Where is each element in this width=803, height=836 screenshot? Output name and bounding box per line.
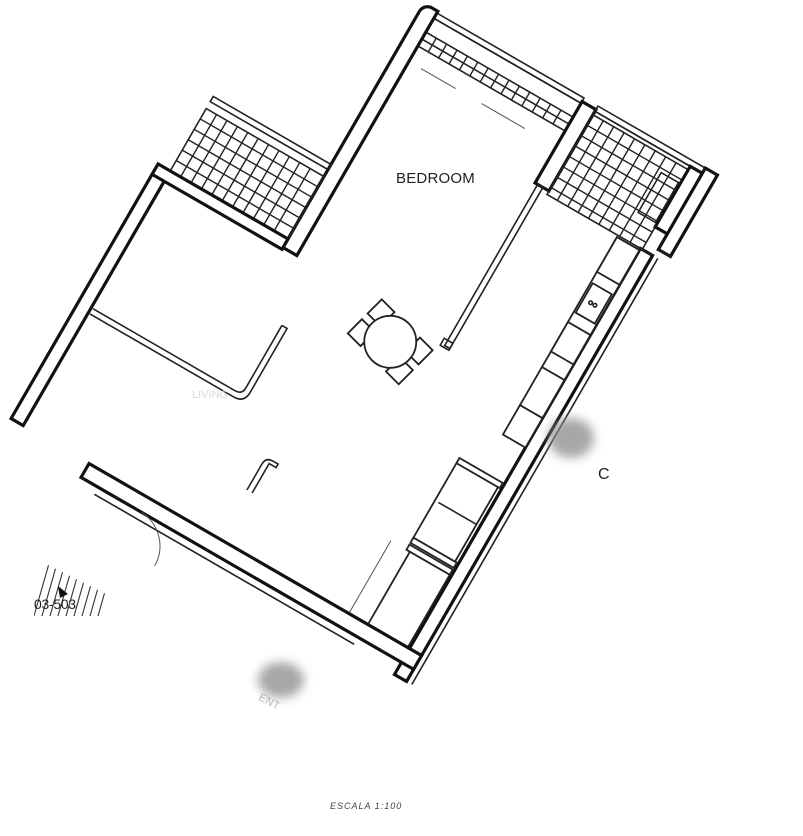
bedroom-left-wall: [280, 5, 441, 258]
redaction-blur-kitchen: [548, 418, 594, 458]
dining-table: [346, 298, 434, 386]
living-partition: [92, 308, 283, 393]
plan-geometry: [8, 5, 720, 685]
bottom-scale-note: ESCALA 1:100: [330, 801, 403, 811]
north-arrow-icon: [58, 586, 68, 598]
exterior-right-wall: [392, 246, 655, 684]
fridge: [595, 235, 641, 287]
exterior-bottom-wall: [78, 461, 424, 672]
redaction-blur-entrance: [258, 662, 304, 698]
balcony-tile-grid: [427, 37, 562, 125]
room-label-bedroom: BEDROOM: [396, 170, 475, 187]
hob: [549, 320, 592, 366]
unit-reference-label: 03-503: [34, 596, 76, 612]
bedroom-balcony: [417, 11, 586, 132]
table-top: [363, 314, 418, 369]
side-mark: C: [598, 466, 610, 483]
kitchen: [501, 235, 641, 449]
exterior-left-wall: [8, 168, 169, 428]
bedroom-partition: [439, 183, 544, 352]
right-balcony: [545, 104, 720, 259]
sofa: [409, 456, 504, 570]
neighbor-hatch: [34, 560, 110, 616]
left-balcony: [149, 95, 333, 252]
faint-room-label: LIVING: [192, 389, 229, 401]
